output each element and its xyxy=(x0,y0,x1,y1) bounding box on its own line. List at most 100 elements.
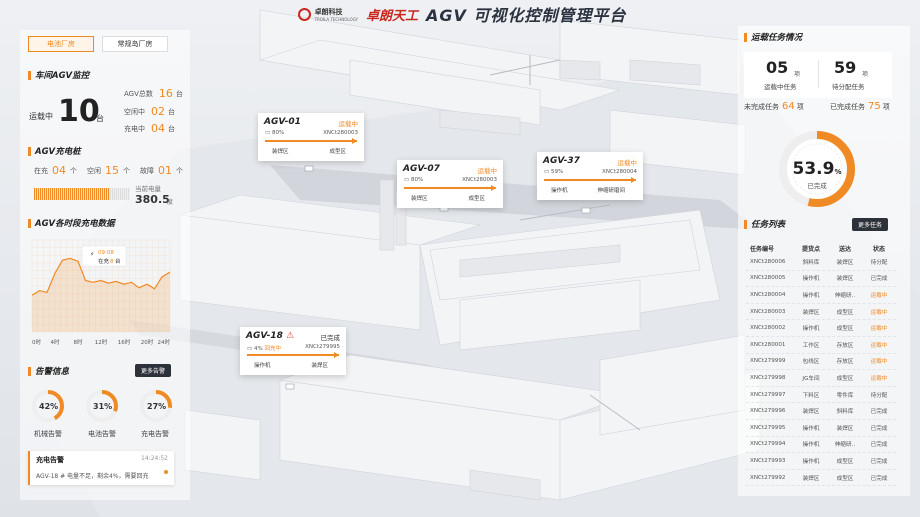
agv-to: 伸缩研磨间 xyxy=(597,188,625,194)
power-bar xyxy=(90,188,92,200)
alert-card[interactable]: 充电告警 14:24:52 AGV-18 # 电量不足，剩余4%，需要回充 xyxy=(28,451,174,485)
power-label: 当前电量 xyxy=(135,185,161,193)
more-alerts-button[interactable]: 更多告警 xyxy=(135,364,172,377)
agv-code: XNCt280003 xyxy=(323,130,358,136)
gauge-charging-label: 充电告警 xyxy=(141,430,169,438)
agv-code: XNCt280003 xyxy=(462,177,497,183)
carrying-tasks-label: 运载中任务 xyxy=(764,83,797,91)
power-bar xyxy=(84,188,86,200)
agv-name: AGV-18 ⚠ xyxy=(246,331,295,341)
power-bar xyxy=(76,188,78,200)
tooltip-icon: ⚡ xyxy=(90,251,94,258)
task-cell: 已完成 xyxy=(870,458,888,465)
agv-battery: ▭ 4% 回充中 xyxy=(247,346,281,352)
right-panel xyxy=(738,26,910,496)
x-tick-label: 24时 xyxy=(158,338,171,346)
task-cell: XNCt279998 xyxy=(750,374,786,381)
power-bar xyxy=(96,188,98,200)
task-cell: 包线区 xyxy=(802,359,820,366)
task-cell: 已完成 xyxy=(870,276,888,283)
agv-battery: ▭ 80% xyxy=(265,130,285,136)
task-cell: 伸缩研.. xyxy=(834,292,856,299)
gauge-battery-value: 31% xyxy=(93,402,113,411)
agv-card-01[interactable]: AGV-01 运载中 ▭ 80% XNCt280003 装焊区 成型区 xyxy=(258,113,364,161)
task-cell: 伸缩研.. xyxy=(834,442,856,449)
logo-cn: 卓朗科技 xyxy=(314,7,343,16)
task-cell: 成型区 xyxy=(836,326,854,333)
power-bar xyxy=(100,188,102,200)
task-cell: 已完成 xyxy=(870,425,888,432)
agv-name: AGV-07 xyxy=(403,164,440,174)
power-bar xyxy=(54,188,56,200)
battery-icon: ▭ xyxy=(265,130,271,136)
agv-card-37[interactable]: AGV-37 运载中 ▭ 59% XNCt280004 操作机 伸缩研磨间 xyxy=(537,152,643,200)
power-bar xyxy=(104,188,106,200)
power-bar xyxy=(116,188,118,200)
gauge-charging-value: 27% xyxy=(147,402,167,411)
task-cell: XNCt279995 xyxy=(750,424,786,431)
gauge-mechanical-value: 42% xyxy=(39,402,59,411)
power-bar xyxy=(120,188,122,200)
more-tasks-button[interactable]: 更多任务 xyxy=(852,218,889,231)
agv-card-18[interactable]: AGV-18 ⚠ 已完成 ▭ 4% 回充中 XNCt279995 操作机 装焊区 xyxy=(240,327,346,375)
task-cell: 操作机 xyxy=(802,425,820,432)
agv-card-07[interactable]: AGV-07 运载中 ▭ 80% XNCt280003 装焊区 成型区 xyxy=(397,160,503,208)
tasks-summary-title: 运载任务情况 xyxy=(744,31,802,43)
task-cell: 待分配 xyxy=(870,392,888,399)
alerts-title: 告警信息 xyxy=(28,365,69,377)
power-bar xyxy=(70,188,72,200)
tab-conventional-island[interactable]: 常规岛厂房 xyxy=(102,36,168,52)
power-bar xyxy=(106,188,108,200)
agv-route xyxy=(544,177,636,183)
task-cell: 装焊区 xyxy=(802,475,820,482)
task-count-box: 05 项 运载中任务 59 项 待分配任务 xyxy=(744,52,892,98)
x-tick-label: 20时 xyxy=(141,338,154,346)
task-cell: 运载中 xyxy=(870,309,888,316)
x-tick-label: 8时 xyxy=(74,338,83,346)
logo-en: TROILA TECHNOLOGY xyxy=(314,16,358,22)
agv-from: 操作机 xyxy=(254,363,271,369)
power-bar xyxy=(52,188,54,200)
task-table-header: 任务编号 提货点 送达 状态 xyxy=(746,242,896,254)
task-cell: XNCt279996 xyxy=(750,408,786,415)
power-bar xyxy=(48,188,50,200)
task-cell: 运载中 xyxy=(870,342,888,349)
logo-icon xyxy=(297,7,311,21)
agv-route xyxy=(265,138,357,144)
task-list-title: 任务列表 xyxy=(744,218,785,230)
tooltip-label: 在充 xyxy=(98,257,110,265)
power-unit: 度 xyxy=(167,199,174,206)
power-bar xyxy=(68,188,70,200)
power-bar xyxy=(58,188,60,200)
task-cell: 操作机 xyxy=(802,326,820,333)
task-cell: 操作机 xyxy=(802,292,820,299)
task-cell: XNCt279994 xyxy=(750,441,786,448)
task-cell: XNCt280005 xyxy=(750,275,786,282)
power-bar xyxy=(98,188,100,200)
task-cell: 装焊区 xyxy=(836,276,854,283)
task-cell: 已完成 xyxy=(870,475,888,482)
task-cell: 运载中 xyxy=(870,292,888,299)
task-cell: 成型区 xyxy=(836,475,854,482)
agv-from: 装焊区 xyxy=(272,149,289,155)
carrying-count: 10 xyxy=(58,94,100,129)
tab-battery-plant[interactable]: 电池厂房 xyxy=(28,36,94,52)
power-bar xyxy=(118,188,120,200)
